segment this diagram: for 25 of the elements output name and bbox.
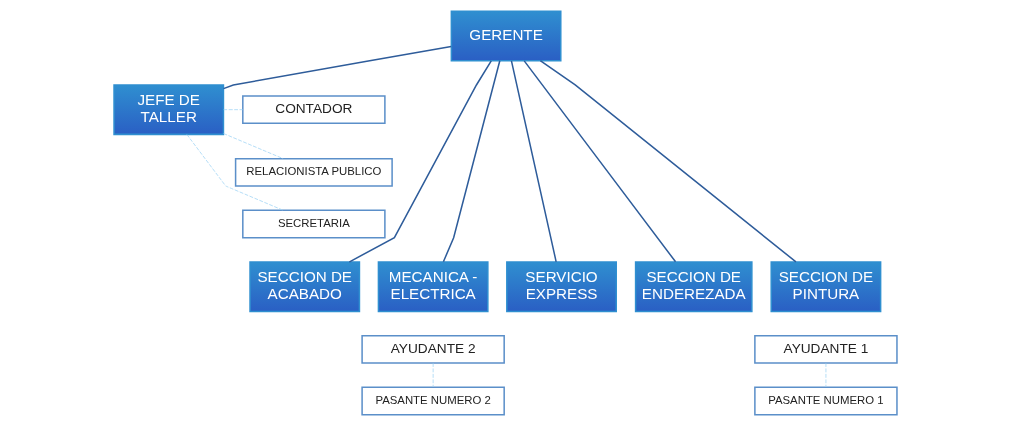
connector: [432, 362, 434, 388]
connector: [223, 109, 244, 111]
node-box: RELACIONISTA PUBLICO: [234, 157, 393, 187]
node-box: PASANTE NUMERO 1: [754, 386, 898, 416]
node-box: MECANICA - ELECTRICA: [377, 261, 489, 313]
connector: [539, 59, 797, 263]
connector: [442, 60, 501, 263]
node-box: CONTADOR: [242, 95, 386, 125]
connector: [523, 60, 677, 263]
connector: [223, 133, 284, 159]
node-box: SERVICIO EXPRESS: [506, 261, 617, 313]
node-box: AYUDANTE 2: [361, 334, 505, 364]
node-box: JEFE DE TALLER: [113, 84, 225, 136]
node-box: SECCION DE ACABADO: [249, 261, 361, 313]
node-box: PASANTE NUMERO 2: [361, 386, 505, 416]
node-box: AYUDANTE 1: [754, 334, 898, 364]
connector: [348, 60, 492, 263]
connector: [510, 60, 557, 263]
node-box: SECCION DE ENDEREZADA: [634, 261, 753, 313]
connector: [186, 134, 284, 211]
node-box: GERENTE: [450, 10, 562, 62]
node-box: SECCION DE PINTURA: [770, 261, 882, 313]
connector: [825, 362, 827, 388]
node-box: SECRETARIA: [242, 209, 386, 239]
connector: [222, 45, 452, 90]
